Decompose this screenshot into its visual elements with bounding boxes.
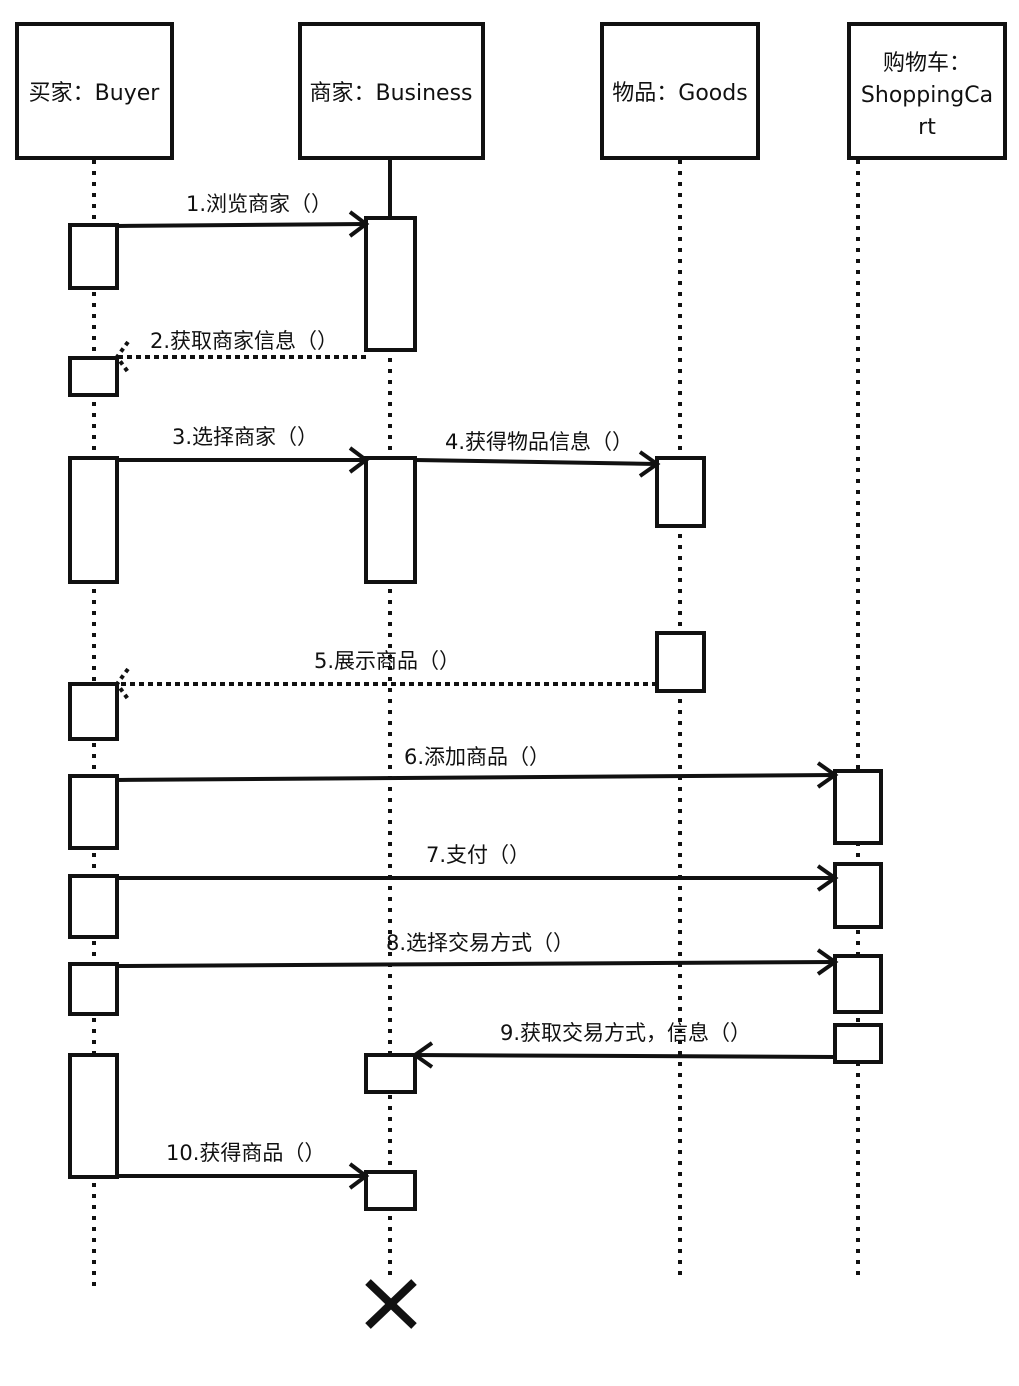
- message-3: 3.选择商家（）: [117, 425, 370, 474]
- activation-buyer: [68, 962, 119, 1016]
- activation-buyer: [68, 223, 119, 290]
- activation-buyer: [68, 1053, 119, 1179]
- message-4-label: 4.获得物品信息（）: [445, 430, 633, 454]
- message-1: 1.浏览商家（）: [116, 192, 370, 238]
- message-7: 7.支付（）: [117, 843, 839, 892]
- activation-business: [364, 456, 417, 584]
- message-4: 4.获得物品信息（）: [414, 430, 661, 478]
- participant-buyer-label: 买家：Buyer: [29, 81, 161, 106]
- activation-goods: [655, 631, 706, 693]
- message-5-label: 5.展示商品（）: [314, 649, 460, 673]
- activation-buyer: [68, 456, 119, 584]
- participant-business: 商家：Business: [298, 22, 485, 160]
- message-1-label: 1.浏览商家（）: [186, 192, 332, 216]
- activation-buyer: [68, 356, 119, 397]
- message-5: 5.展示商品（）: [114, 649, 657, 701]
- participant-goods-label: 物品：Goods: [612, 81, 747, 106]
- message-9: 9.获取交易方式，信息（）: [411, 1021, 836, 1069]
- message-2-label: 2.获取商家信息（）: [150, 329, 338, 353]
- activation-cart: [833, 769, 883, 845]
- participant-cart-label-line2: ShoppingCa: [861, 83, 993, 108]
- message-7-label: 7.支付（）: [426, 843, 530, 867]
- activation-cart: [833, 1023, 883, 1064]
- participant-cart-label-line1: 购物车：: [883, 51, 971, 76]
- activation-buyer: [68, 874, 119, 939]
- message-8: 8.选择交易方式（）: [116, 931, 839, 976]
- activation-business: [364, 1053, 417, 1094]
- message-10: 10.获得商品（）: [117, 1141, 370, 1190]
- activation-goods: [655, 456, 706, 528]
- activation-cart: [833, 862, 883, 929]
- destroy-x-icon: [365, 1279, 417, 1329]
- participant-buyer: 买家：Buyer: [15, 22, 174, 160]
- activation-business: [364, 1170, 417, 1211]
- participant-cart-label-line3: rt: [918, 115, 936, 140]
- message-10-label: 10.获得商品（）: [166, 1141, 325, 1165]
- message-6-label: 6.添加商品（）: [404, 745, 550, 769]
- message-3-label: 3.选择商家（）: [172, 425, 318, 449]
- message-2: 2.获取商家信息（）: [114, 329, 366, 374]
- participant-cart: 购物车： ShoppingCa rt: [847, 22, 1007, 160]
- participant-business-label: 商家：Business: [309, 81, 472, 106]
- activation-cart: [833, 954, 883, 1014]
- message-9-label: 9.获取交易方式，信息（）: [500, 1021, 751, 1045]
- participant-goods: 物品：Goods: [600, 22, 760, 160]
- message-8-label: 8.选择交易方式（）: [386, 931, 574, 955]
- activation-business: [364, 216, 417, 352]
- message-6: 6.添加商品（）: [116, 745, 839, 789]
- activation-buyer: [68, 682, 119, 741]
- activation-buyer: [68, 774, 119, 850]
